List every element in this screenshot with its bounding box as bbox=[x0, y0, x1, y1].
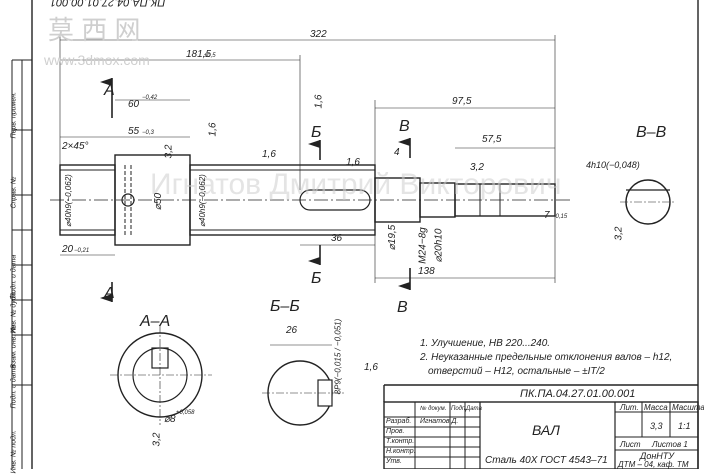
title-code: ПК.ПА.04.27.01.00.001 bbox=[520, 388, 636, 400]
dim-4: 4 bbox=[394, 147, 400, 158]
dim-8p9: 8P9(−0,015 / −0,051) bbox=[333, 318, 343, 395]
roughness-3: 1,6 bbox=[262, 149, 276, 160]
roughness-5: 3,2 bbox=[163, 144, 175, 159]
dim-chamfer: 2×45° bbox=[62, 141, 89, 152]
dim-20: 20 bbox=[62, 244, 74, 255]
dim-60: 60 bbox=[128, 99, 140, 110]
roughness-2: 1,6 bbox=[313, 94, 325, 109]
dim-60-tol: −0,42 bbox=[142, 95, 158, 101]
dim-55-tol: −0,3 bbox=[142, 130, 154, 136]
dim-overall: 322 bbox=[310, 29, 327, 40]
label-sheets: Листов 1 bbox=[652, 440, 688, 449]
section-b-bottom: Б bbox=[311, 270, 322, 287]
dim-4h10: 4h10(−0,048) bbox=[586, 160, 640, 170]
dim-20-tol: −0,21 bbox=[74, 248, 90, 254]
dim-36: 36 bbox=[331, 233, 343, 244]
dim-key7-tol: −0,15 bbox=[552, 214, 568, 220]
dim-m24: M24−8g bbox=[417, 227, 429, 264]
section-bb-title: Б–Б bbox=[270, 298, 300, 315]
note-3: отверстий – H12, остальные – ±IT/2 bbox=[428, 366, 605, 377]
dim-dia40a: ⌀40h9(−0,062) bbox=[63, 174, 73, 227]
dim-55: 55 bbox=[128, 126, 140, 137]
dim-key7: 7 bbox=[544, 210, 550, 221]
col-doc: № докум. bbox=[420, 406, 447, 412]
row-prov: Пров. bbox=[386, 428, 405, 435]
side-label: Инв. № подл. bbox=[10, 430, 18, 474]
section-vv-title: В–В bbox=[636, 124, 667, 141]
side-label: Справ. № bbox=[10, 176, 18, 209]
section-b-top: Б bbox=[311, 124, 322, 141]
section-a-bottom: А bbox=[104, 285, 115, 302]
section-v-top: В bbox=[399, 118, 410, 135]
col-date: Дата bbox=[466, 406, 482, 412]
dim-138: 138 bbox=[418, 266, 435, 277]
roughness-aa: 3,2 bbox=[151, 432, 163, 447]
stamp-code: ПК.ПА.04.27.01.00.001 bbox=[50, 0, 166, 8]
row-tkontr: Т.контр. bbox=[386, 438, 415, 445]
col-sign: Подп. bbox=[451, 406, 467, 412]
header-scale: Масштаб bbox=[672, 403, 704, 412]
author: Игнатов Д. bbox=[420, 418, 459, 425]
dim-32-v: 3,2 bbox=[613, 226, 625, 241]
roughness-1: 1,6 bbox=[207, 122, 219, 137]
watermark-name: Игнатов Дмитрий Викторович bbox=[150, 168, 562, 201]
roughness-bb: 1,6 bbox=[364, 362, 378, 373]
title-material: Сталь 40Х ГОСТ 4543–71 bbox=[485, 455, 608, 466]
section-aa-title: А–А bbox=[140, 313, 171, 330]
roughness-4: 1,6 bbox=[346, 157, 360, 168]
header-lit: Лит. bbox=[620, 403, 639, 412]
dim-dia50: ⌀50 bbox=[153, 192, 165, 211]
dim-dia19: ⌀19,5 bbox=[387, 224, 399, 251]
header-mass: Масса bbox=[644, 403, 668, 412]
label-sheet: Лист bbox=[620, 440, 641, 449]
row-nkontr: Н.контр. bbox=[386, 448, 416, 455]
dim-dia40b: ⌀40h9(−0,062) bbox=[197, 174, 207, 227]
dim-97: 97,5 bbox=[452, 96, 472, 107]
org: ДонНТУ bbox=[640, 451, 675, 461]
watermark-logo: 莫 西 网 bbox=[48, 15, 141, 45]
dim-26: 26 bbox=[286, 325, 298, 336]
note-2: 2. Неуказанные предельные отклонения вал… bbox=[420, 352, 673, 363]
row-razrab: Разраб. bbox=[386, 418, 412, 425]
title-name: ВАЛ bbox=[532, 422, 560, 438]
dim-dia8: ⌀8 bbox=[164, 414, 176, 425]
dim-181: 181,5 bbox=[186, 49, 212, 60]
section-v-bottom: В bbox=[397, 299, 408, 316]
row-utv: Утв. bbox=[386, 458, 402, 465]
dim-181-tol: ±0,5 bbox=[204, 53, 216, 59]
watermark-site: www.3dmox.com bbox=[44, 52, 150, 68]
dim-dia8-tol: +0,058 bbox=[176, 410, 195, 416]
section-a-top: А bbox=[104, 82, 115, 99]
note-1: 1. Улучшение, НВ 220...240. bbox=[420, 338, 551, 349]
value-mass: 3,3 bbox=[650, 421, 663, 431]
dim-dia20h10: ⌀20h10 bbox=[433, 228, 445, 263]
roughness-6: 3,2 bbox=[470, 162, 484, 173]
org2: ДТМ – 04, каф. ТМ bbox=[618, 460, 689, 469]
value-scale: 1:1 bbox=[678, 421, 691, 431]
dim-57: 57,5 bbox=[482, 134, 502, 145]
